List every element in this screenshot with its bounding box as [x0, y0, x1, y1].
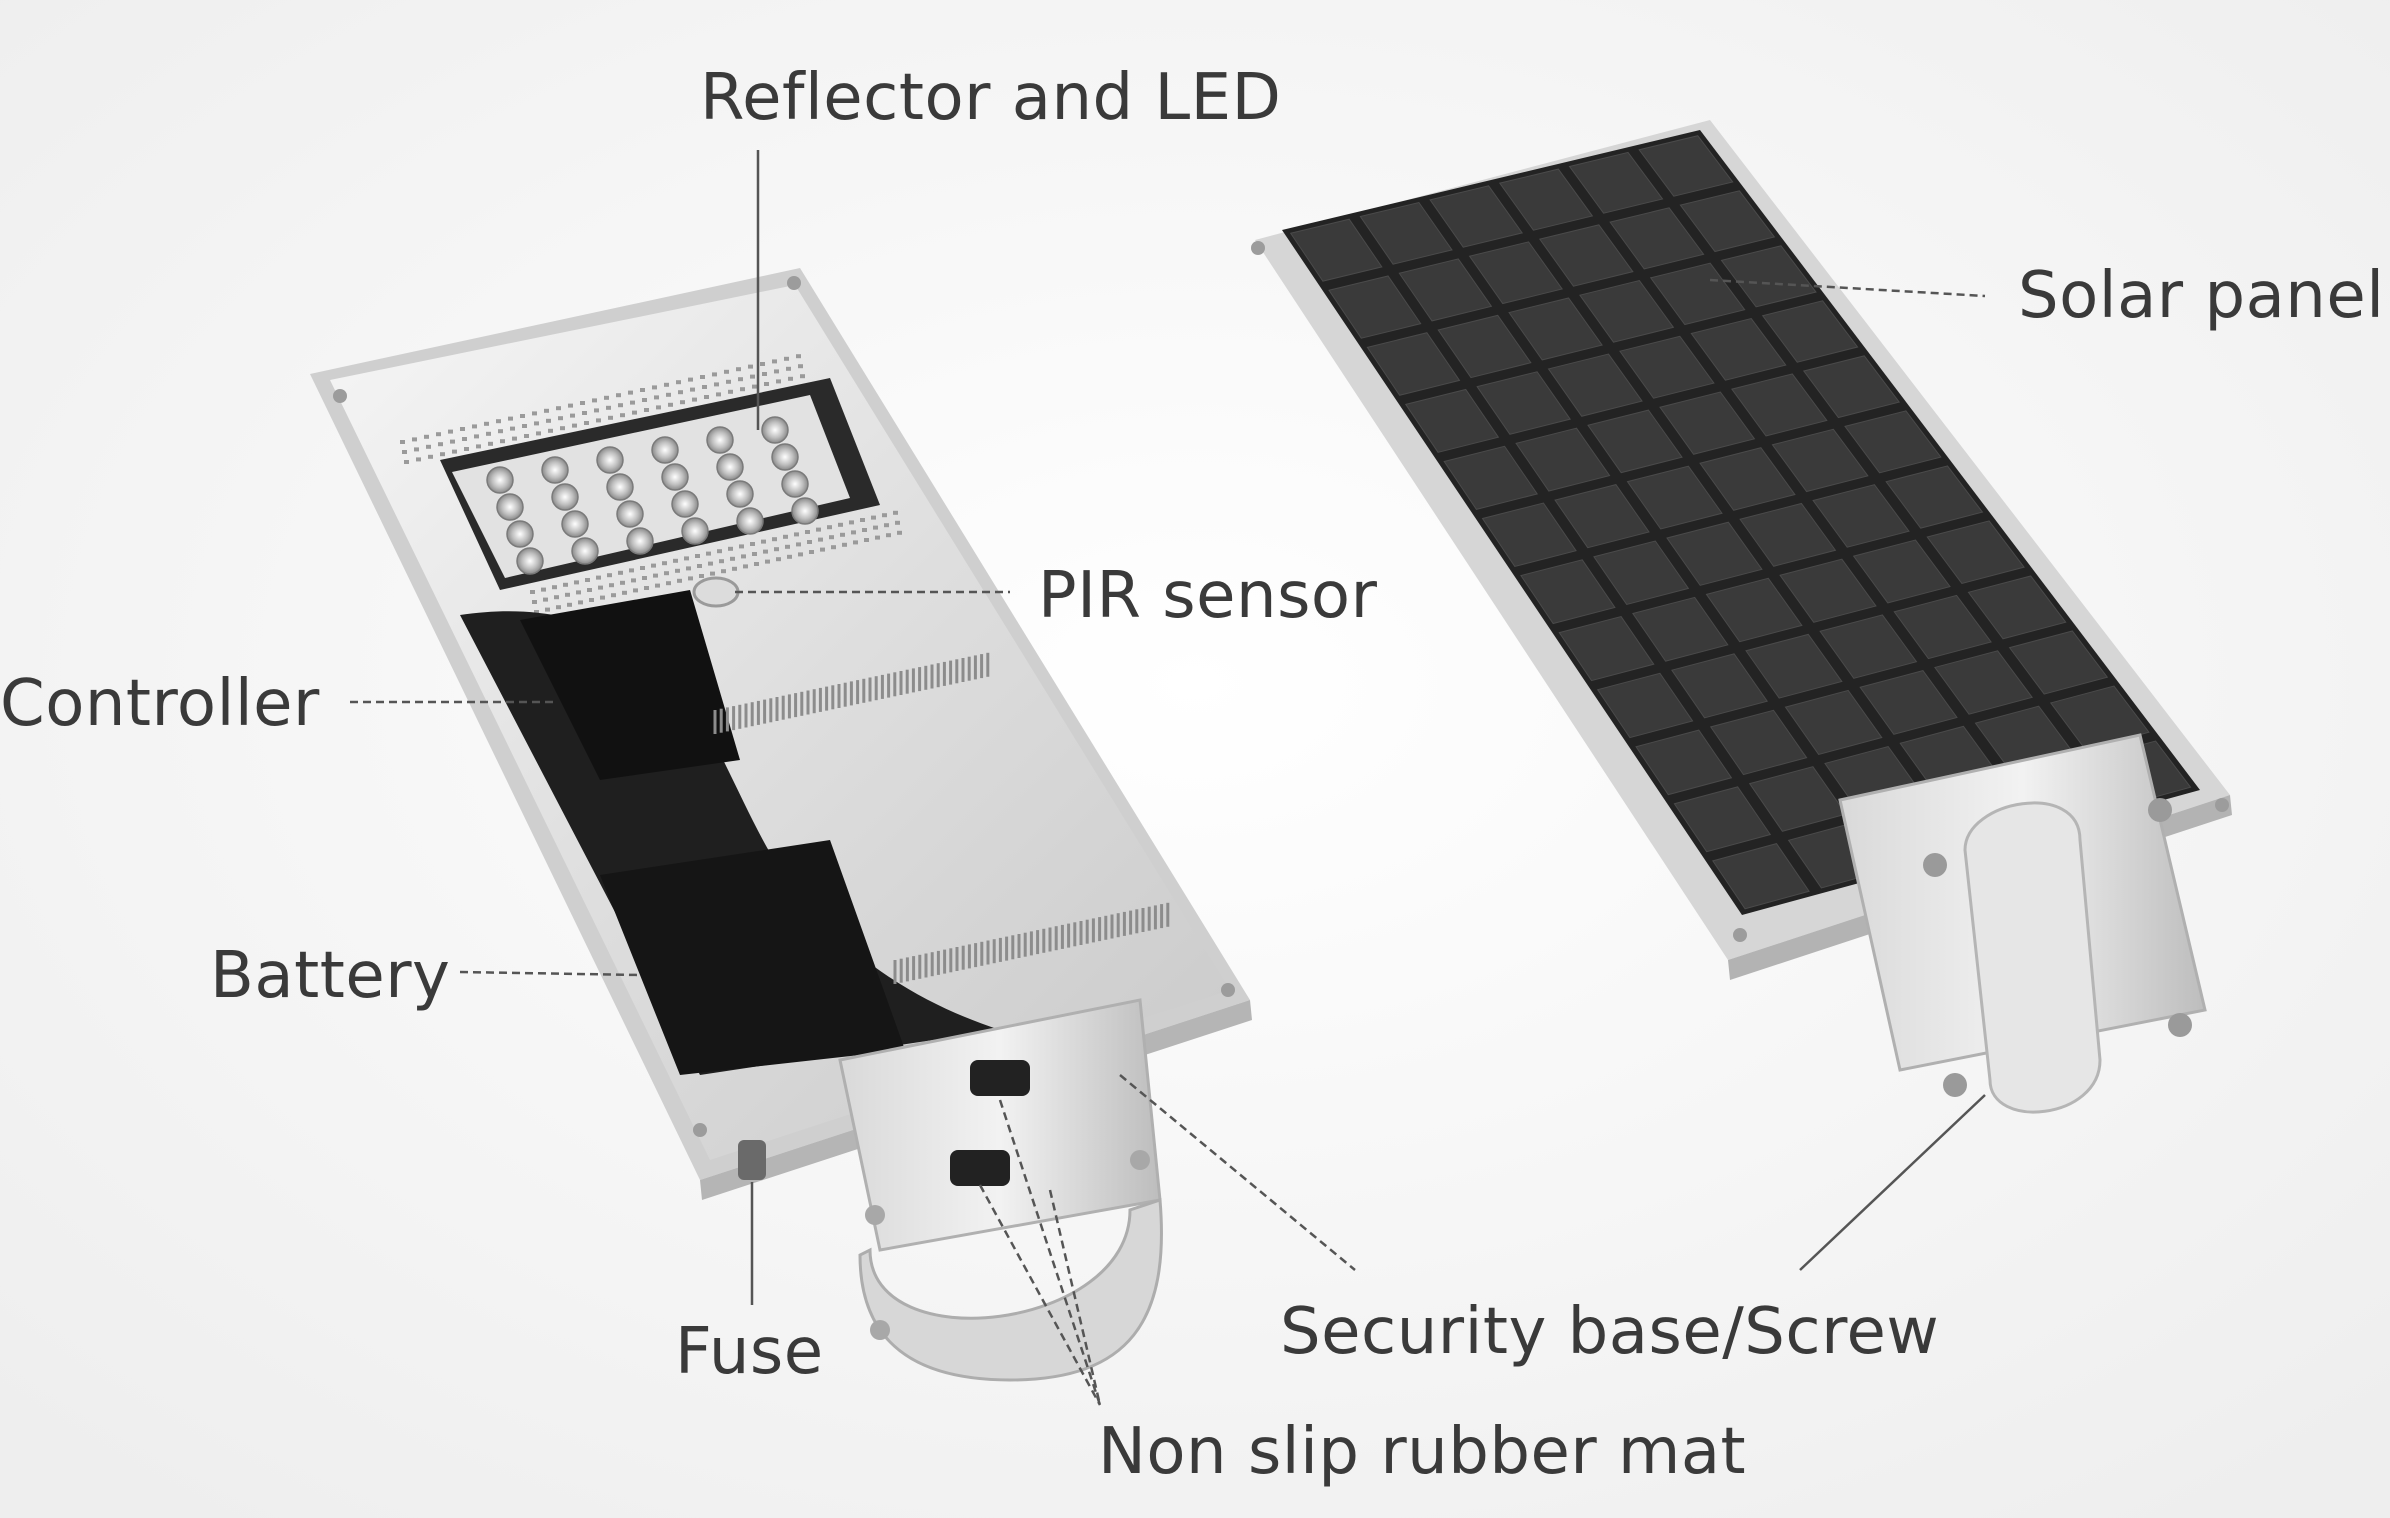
leader-solar — [1709, 278, 1986, 298]
led — [706, 426, 734, 454]
leader-rubber-1 — [998, 1099, 1102, 1406]
rubber-mat-upper — [970, 1060, 1030, 1096]
led — [541, 456, 569, 484]
controller-module — [520, 590, 740, 780]
leader-security-left — [1119, 1074, 1356, 1271]
label-non-slip-rubber-mat: Non slip rubber mat — [1098, 1415, 1747, 1489]
rubber-mat-lower — [950, 1150, 1010, 1186]
label-controller: Controller — [0, 667, 320, 741]
led — [671, 490, 699, 518]
label-reflector-and-led: Reflector and LED — [700, 61, 1282, 135]
fuse — [738, 1140, 766, 1180]
led — [761, 416, 789, 444]
vent-dots — [400, 354, 902, 614]
solar-surface — [1282, 130, 2200, 915]
led — [571, 537, 599, 565]
led — [736, 507, 764, 535]
pir-sensor — [692, 576, 740, 608]
led — [561, 510, 589, 538]
led — [516, 547, 544, 575]
led — [716, 453, 744, 481]
grille-lower — [893, 902, 1170, 984]
led — [616, 500, 644, 528]
led — [486, 466, 514, 494]
grille-upper — [713, 652, 990, 734]
leader-battery — [459, 970, 641, 977]
label-security-base-screw: Security base/Screw — [1280, 1295, 1940, 1369]
led — [661, 463, 689, 491]
led — [496, 493, 524, 521]
led — [791, 497, 819, 525]
led — [681, 517, 709, 545]
battery-module — [600, 840, 905, 1075]
led — [596, 446, 624, 474]
led-panel — [452, 395, 850, 578]
led — [651, 436, 679, 464]
led — [626, 527, 654, 555]
leader-rubber-2 — [978, 1184, 1102, 1406]
leader-security-right — [1799, 1094, 1986, 1271]
solar-bracket — [1838, 733, 2207, 1114]
led — [506, 520, 534, 548]
led — [606, 473, 634, 501]
led — [551, 483, 579, 511]
led — [771, 443, 799, 471]
label-fuse: Fuse — [675, 1315, 824, 1389]
lamp-bracket — [838, 998, 1163, 1382]
label-solar-panel: Solar panel — [2018, 259, 2385, 333]
led — [781, 470, 809, 498]
led — [726, 480, 754, 508]
label-pir-sensor: PIR sensor — [1038, 559, 1378, 633]
label-battery: Battery — [210, 939, 451, 1013]
lamp-body — [310, 268, 1252, 1382]
leader-lines — [350, 150, 1986, 1406]
led-array — [486, 416, 819, 575]
leader-rubber-3 — [1048, 1189, 1102, 1406]
solar-panel-unit — [1251, 120, 2232, 1114]
